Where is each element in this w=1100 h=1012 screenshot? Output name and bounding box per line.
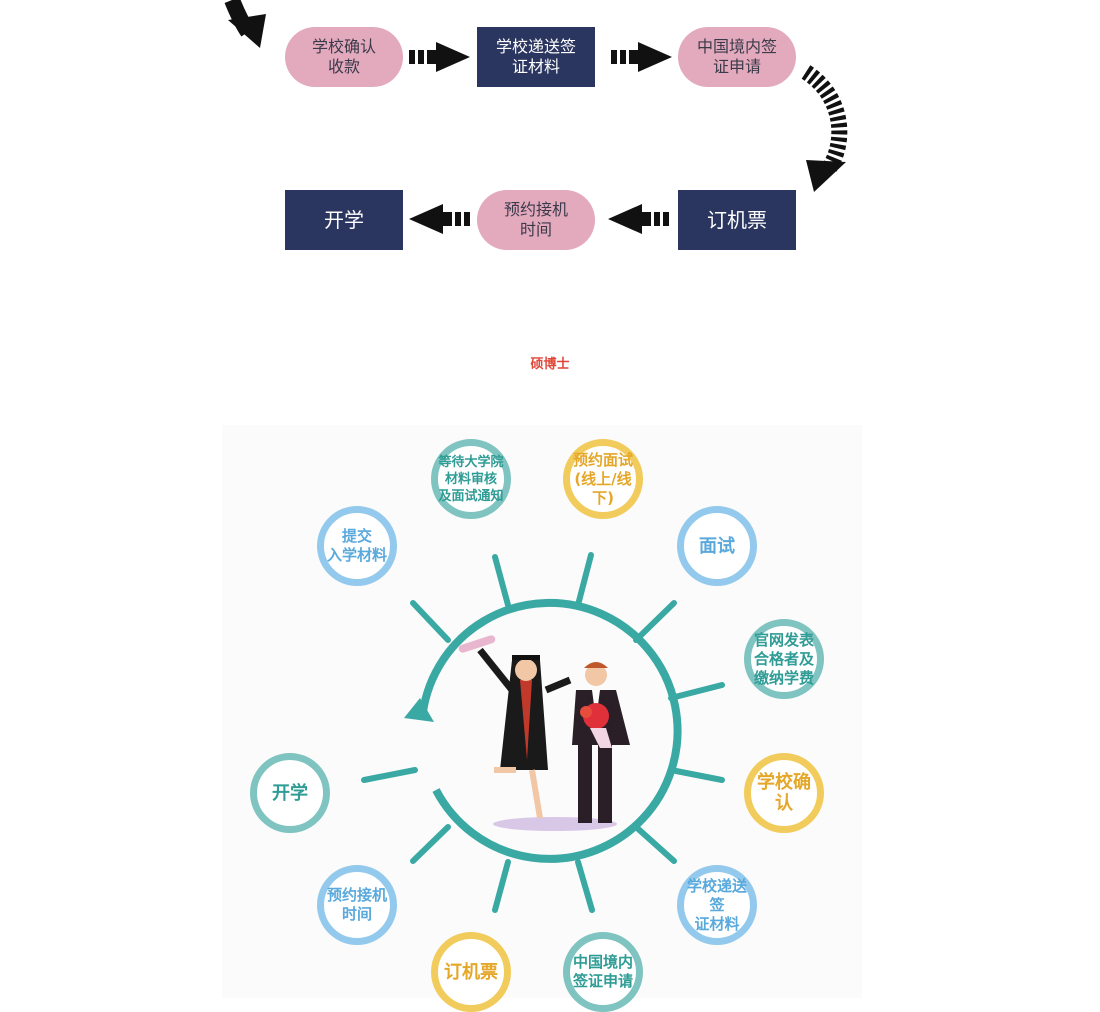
cycle-step-visa-application: 中国境内 签证申请 — [563, 932, 643, 1012]
flow-arrows — [224, 0, 848, 234]
cycle-step-book-pickup: 预约接机 时间 — [317, 865, 397, 945]
dash-arrow-left-1 — [608, 204, 669, 234]
flow-node-school-start: 开学 — [285, 190, 403, 250]
cycle-ring-arrowhead — [404, 698, 434, 722]
cycle-step-book-flight: 订机票 — [431, 932, 511, 1012]
watermark-text: 硕博士 — [530, 357, 570, 372]
cycle-step-await-review: 等待大学院 材料审核 及面试通知 — [431, 439, 511, 519]
dash-arrow-right-1 — [409, 42, 470, 72]
cycle-step-book-interview: 预约面试 (线上/线下) — [563, 439, 643, 519]
dash-arrow-right-2 — [611, 42, 672, 72]
cycle-step-school-confirm: 学校确认 — [744, 753, 824, 833]
curve-arrow-top-left — [224, 0, 266, 48]
flow-node-book-pickup: 预约接机 时间 — [477, 190, 595, 250]
flow-node-visa-application: 中国境内签 证申请 — [678, 27, 796, 87]
cycle-step-send-visa-docs: 学校递送签 证材料 — [677, 865, 757, 945]
graduates-illustration — [458, 635, 630, 831]
cycle-spokes — [361, 552, 725, 913]
cycle-step-interview: 面试 — [677, 506, 757, 586]
curve-arrow-right — [801, 65, 848, 192]
cycle-step-submit-materials: 提交 入学材料 — [317, 506, 397, 586]
flow-node-book-flight: 订机票 — [678, 190, 796, 250]
cycle-step-results-tuition: 官网发表 合格者及 缴纳学费 — [744, 619, 824, 699]
cycle-step-school-start: 开学 — [250, 753, 330, 833]
flow-node-confirm-payment: 学校确认 收款 — [285, 27, 403, 87]
flow-node-send-visa-docs: 学校递送签 证材料 — [477, 27, 595, 87]
cycle-ring — [418, 598, 682, 863]
dash-arrow-left-2 — [409, 204, 470, 234]
